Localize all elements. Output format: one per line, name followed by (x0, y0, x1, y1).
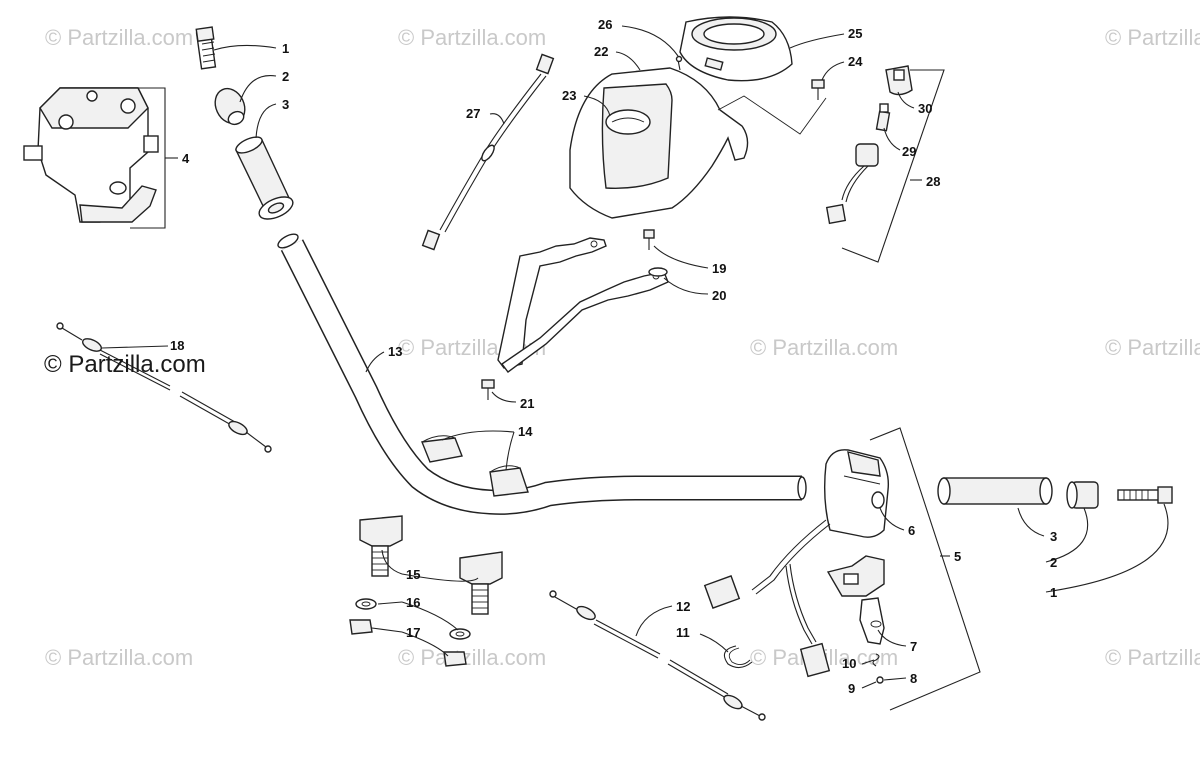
ignition-bracket (841, 69, 945, 263)
callout-13: 13 (388, 344, 402, 359)
callout-6: 6 (908, 523, 915, 538)
callout-5: 5 (954, 549, 961, 564)
callout-20: 20 (712, 288, 726, 303)
callout-10: 10 (842, 656, 856, 671)
right-grip (937, 477, 1053, 505)
callout-26: 26 (598, 17, 612, 32)
speedometer-cable (421, 53, 555, 251)
left-grip (235, 136, 294, 220)
bolt-19 (643, 229, 655, 250)
callout-25: 25 (848, 26, 862, 41)
callout-3: 3 (282, 97, 289, 112)
callout-27: 27 (466, 106, 480, 121)
left-bar-end-bolt (195, 26, 217, 70)
callout-19: 19 (712, 261, 726, 276)
nut-17 (349, 619, 467, 667)
callout-30: 30 (918, 101, 932, 116)
callout-17: 17 (406, 625, 420, 640)
callout-3-right: 3 (1050, 529, 1057, 544)
watermark: © Partzilla.com (750, 335, 898, 360)
callout-9: 9 (848, 681, 855, 696)
handlebar (277, 233, 807, 515)
watermark: © Partzilla.com (398, 645, 546, 670)
watermark: © Partzilla.com (1105, 335, 1200, 360)
ignition-switch-harness (825, 143, 879, 225)
right-switch-housing (823, 449, 890, 538)
riser-left (359, 515, 403, 577)
callout-29: 29 (902, 144, 916, 159)
callout-2-right: 2 (1050, 555, 1057, 570)
cable-tie (723, 645, 753, 669)
callout-7: 7 (910, 639, 917, 654)
callout-15: 15 (406, 567, 420, 582)
lever-spring (872, 653, 880, 667)
switch-harness (703, 519, 831, 678)
watermark: © Partzilla.com (1105, 645, 1200, 670)
callout-24: 24 (848, 54, 863, 69)
callout-22: 22 (594, 44, 608, 59)
watermark-prominent: © Partzilla.com (44, 351, 206, 378)
callout-11: 11 (676, 625, 690, 640)
callout-1-right: 1 (1050, 585, 1057, 600)
lever-screw (876, 676, 884, 684)
callout-28: 28 (926, 174, 940, 189)
watermark: © Partzilla.com (45, 25, 193, 50)
handlebar-pod (569, 67, 749, 219)
ignition-switch-cap (885, 65, 913, 96)
speedometer (679, 16, 793, 82)
callout-labels: 1 2 3 4 18 13 27 26 22 23 25 24 30 29 28… (170, 17, 1057, 696)
callout-14: 14 (518, 424, 533, 439)
throttle-cable (56, 322, 272, 453)
ignition-key (875, 103, 891, 132)
brake-lever-housing (826, 555, 885, 597)
callout-2: 2 (282, 69, 289, 84)
callout-21: 21 (520, 396, 534, 411)
riser-right (459, 551, 503, 615)
housing-bracket (869, 427, 981, 711)
bolt-21 (481, 379, 495, 400)
watermark: © Partzilla.com (45, 645, 193, 670)
screw-26 (675, 55, 683, 71)
callout-1: 1 (282, 41, 289, 56)
right-bar-end-bolt (1117, 486, 1173, 504)
pod-mount-bracket (497, 237, 669, 373)
callout-12: 12 (676, 599, 690, 614)
throttle-housing (23, 87, 159, 223)
watermark: © Partzilla.com (1105, 25, 1200, 50)
callout-16: 16 (406, 595, 420, 610)
callout-23: 23 (562, 88, 576, 103)
callout-8: 8 (910, 671, 917, 686)
screw-24 (811, 79, 825, 100)
brake-lever (859, 597, 885, 645)
handlebar-clamp-upper (421, 435, 529, 497)
brake-cable (549, 590, 766, 721)
washer-16 (355, 598, 471, 640)
callout-18: 18 (170, 338, 184, 353)
right-bar-end-weight (1066, 481, 1099, 509)
washer-20 (648, 267, 668, 277)
left-bar-end-weight (214, 87, 246, 126)
watermark: © Partzilla.com (398, 25, 546, 50)
callout-4: 4 (182, 151, 190, 166)
leader-lines (101, 25, 1169, 689)
